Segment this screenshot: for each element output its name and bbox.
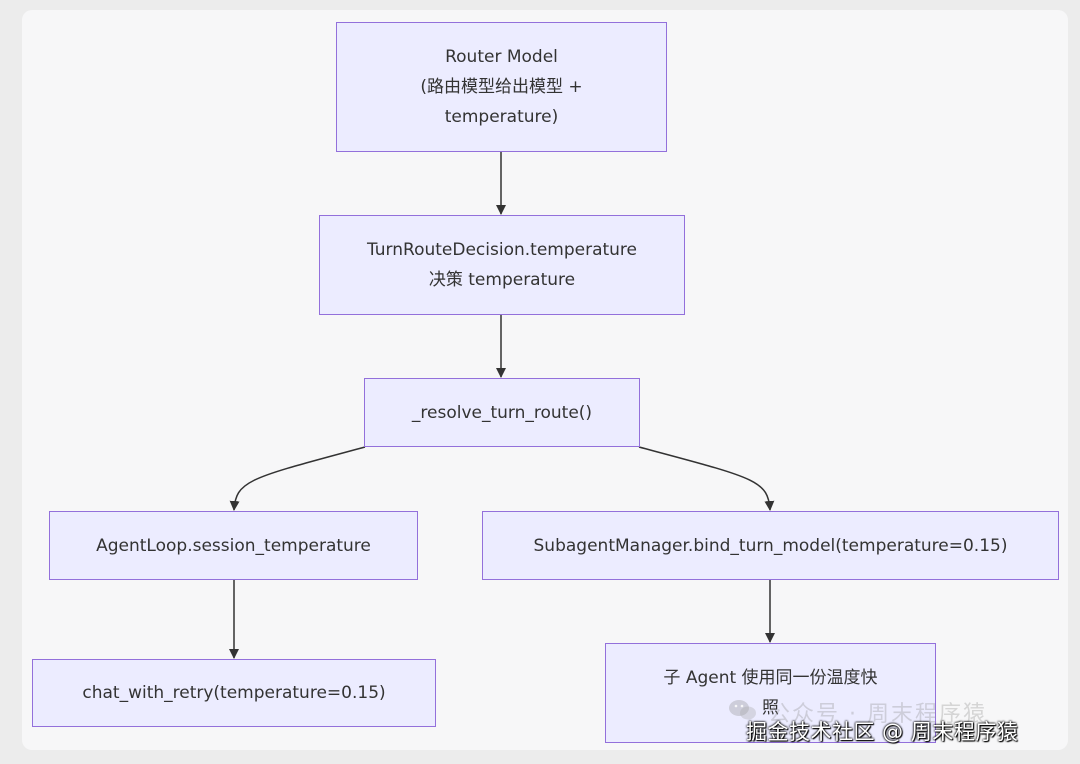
- node-subagent-manager-label: SubagentManager.bind_turn_model(temperat…: [533, 535, 1008, 556]
- node-agent-loop: AgentLoop.session_temperature: [49, 511, 418, 580]
- node-chat-with-retry: chat_with_retry(temperature=0.15): [32, 659, 436, 727]
- node-turn-route-decision-label: TurnRouteDecision.temperature 决策 tempera…: [366, 240, 638, 290]
- node-resolve-turn-route-label: _resolve_turn_route(): [411, 402, 593, 423]
- node-resolve-turn-route: _resolve_turn_route(): [364, 378, 640, 447]
- node-sub-agent-snapshot-label: 子 Agent 使用同一份温度快 照: [663, 668, 878, 718]
- node-subagent-manager: SubagentManager.bind_turn_model(temperat…: [482, 511, 1059, 580]
- node-chat-with-retry-label: chat_with_retry(temperature=0.15): [82, 683, 386, 703]
- node-sub-agent-snapshot: 子 Agent 使用同一份温度快 照: [605, 643, 936, 743]
- node-router-model: Router Model (路由模型给出模型 + temperature): [336, 22, 667, 152]
- node-turn-route-decision: TurnRouteDecision.temperature 决策 tempera…: [319, 215, 685, 315]
- node-router-model-label: Router Model (路由模型给出模型 + temperature): [420, 47, 583, 127]
- node-agent-loop-label: AgentLoop.session_temperature: [96, 535, 371, 556]
